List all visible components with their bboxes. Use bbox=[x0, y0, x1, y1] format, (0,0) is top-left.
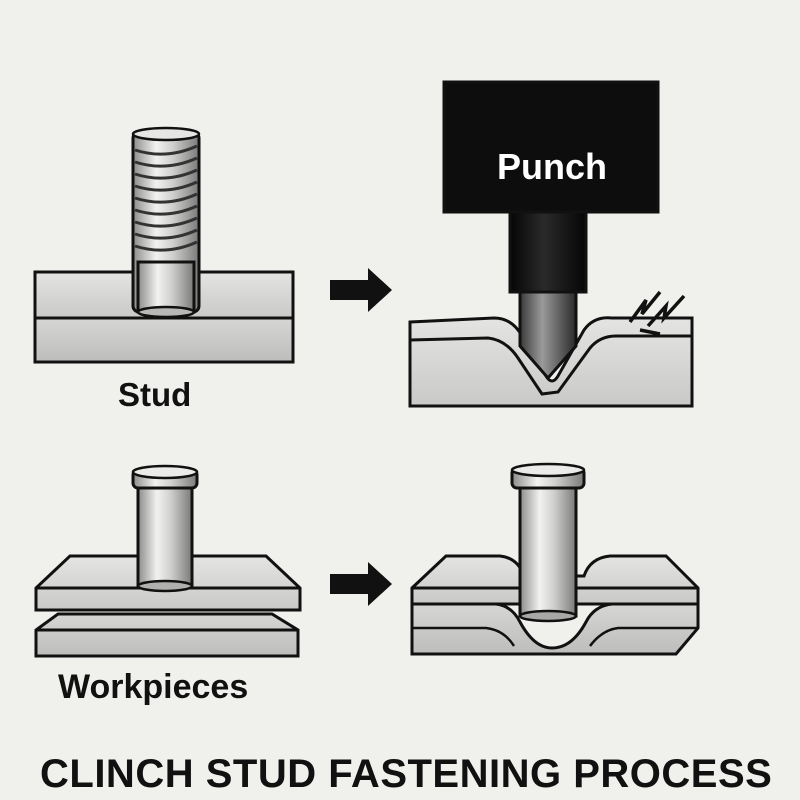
clinched-lower-plate bbox=[410, 602, 700, 656]
clinched-stud bbox=[510, 462, 586, 623]
clinched-result-panel bbox=[410, 462, 700, 656]
plain-stud bbox=[131, 464, 199, 593]
lower-workpiece bbox=[34, 612, 300, 658]
stud-label: Stud bbox=[118, 376, 192, 413]
arrow-right-icon bbox=[330, 562, 392, 606]
punch-block bbox=[442, 80, 660, 214]
punch-press-panel bbox=[408, 80, 694, 408]
workpieces-label: Workpieces bbox=[58, 668, 249, 706]
deformed-plate bbox=[408, 316, 694, 408]
stud-before-panel bbox=[33, 126, 295, 364]
diagram-title: CLINCH STUD FASTENING PROCESS bbox=[40, 752, 773, 796]
crack-spark-icon bbox=[628, 290, 686, 336]
punch-tip bbox=[518, 290, 578, 381]
threaded-stud bbox=[131, 126, 201, 319]
arrow-right-icon bbox=[330, 268, 392, 312]
workpieces-before-panel bbox=[34, 464, 302, 658]
punch-label: Punch bbox=[496, 146, 607, 187]
lower-plate bbox=[33, 316, 295, 364]
punch-shaft bbox=[508, 210, 588, 294]
